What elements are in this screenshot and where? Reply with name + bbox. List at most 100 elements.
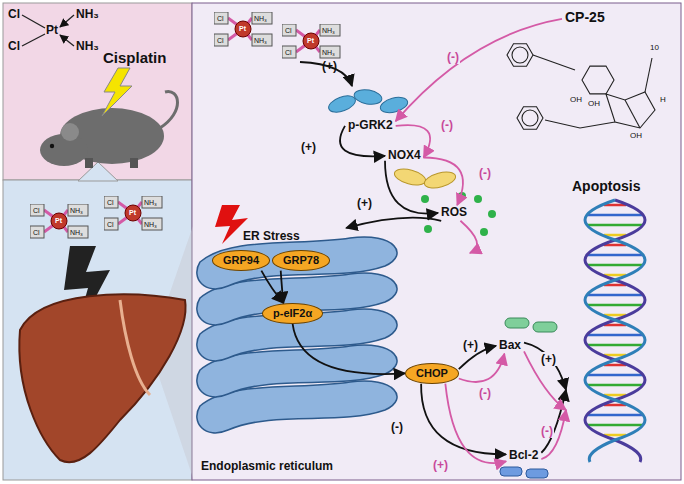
atom-label: Cl bbox=[107, 221, 114, 228]
pathway-connector bbox=[385, 161, 438, 214]
pathway-connector bbox=[346, 218, 441, 228]
protein-oval: GRP94 bbox=[212, 250, 270, 271]
atom-label: Pt bbox=[129, 209, 136, 216]
pathway-connector bbox=[261, 271, 283, 303]
region-label: Apoptosis bbox=[572, 178, 640, 194]
protein-label: Bax bbox=[496, 338, 524, 354]
protein-label: p-GRK2 bbox=[345, 118, 396, 134]
node-label: Bcl-2 bbox=[509, 449, 538, 463]
node-label: p-eIF2α bbox=[273, 307, 312, 320]
bax-icon bbox=[505, 318, 557, 332]
atom-label: NH₃ bbox=[76, 40, 99, 52]
atom-label: NH₃ bbox=[70, 207, 83, 214]
atom-label: NH₃ bbox=[144, 221, 157, 228]
atom-label: 10 bbox=[650, 44, 659, 52]
inhibition-connector bbox=[459, 354, 505, 382]
atom-label: Pt bbox=[307, 37, 314, 44]
edge-sign: (-) bbox=[540, 424, 554, 438]
drug-label: CP-25 bbox=[562, 8, 608, 26]
inhibition-connector bbox=[396, 19, 562, 121]
node-label: GRP78 bbox=[283, 254, 319, 267]
region-label: Cisplatin bbox=[103, 49, 166, 66]
atom-label: NH₃ bbox=[76, 8, 99, 20]
edge-sign: (-) bbox=[478, 166, 492, 180]
atom-label: NH₃ bbox=[144, 199, 157, 206]
mouse-icon bbox=[40, 68, 178, 168]
mouse-panel-node: Cisplatin bbox=[3, 3, 192, 180]
edge-sign: (-) bbox=[390, 420, 404, 434]
inhibition-connector bbox=[424, 157, 463, 205]
protein-oval: CHOP bbox=[405, 363, 459, 384]
grk2-icon bbox=[326, 88, 409, 116]
atom-label: Cl bbox=[285, 27, 292, 34]
protein-oval: GRP78 bbox=[272, 250, 330, 271]
protein-label: NOX4 bbox=[385, 148, 424, 164]
pathway-connector bbox=[524, 343, 566, 390]
inhibition-connector bbox=[445, 384, 506, 464]
pathway-connector bbox=[293, 324, 405, 374]
atom-label: NH₃ bbox=[70, 229, 83, 236]
region-label: ER Stress bbox=[243, 230, 300, 244]
edge-sign: (-) bbox=[478, 386, 492, 400]
pathway-connector bbox=[421, 384, 506, 455]
atom-label: Cl bbox=[217, 37, 224, 44]
liver-icon bbox=[19, 294, 185, 462]
atom-label: Cl bbox=[107, 199, 114, 206]
dna-helix bbox=[585, 200, 645, 462]
atom-label: Pt bbox=[46, 24, 58, 36]
inhibition-connector bbox=[524, 351, 566, 410]
liver-panel bbox=[3, 180, 192, 480]
atom-label: OH bbox=[588, 100, 600, 108]
edge-sign: (+) bbox=[432, 458, 449, 472]
protein-oval: p-eIF2α bbox=[262, 303, 323, 324]
edge-sign: (+) bbox=[462, 338, 479, 352]
atom-label: Cl bbox=[285, 49, 292, 56]
node-label: GRP94 bbox=[223, 254, 259, 267]
atom-label: OH bbox=[630, 132, 642, 140]
cisplatin-molecule bbox=[282, 24, 340, 58]
atom-label: Cl bbox=[33, 207, 40, 214]
edge-sign: (-) bbox=[446, 50, 460, 64]
atom-label: Cl bbox=[217, 15, 224, 22]
node-label: CP-25 bbox=[565, 9, 605, 25]
atom-label: NH₃ bbox=[254, 37, 267, 44]
atom-label: OH bbox=[570, 96, 582, 104]
atom-label: Pt bbox=[239, 25, 246, 32]
cisplatin-molecule bbox=[30, 204, 88, 238]
cisplatin-molecule bbox=[104, 196, 162, 230]
region-label: Endoplasmic reticulum bbox=[201, 460, 333, 474]
node-label: Bax bbox=[499, 339, 521, 353]
pathway-connector bbox=[281, 271, 284, 303]
atom-label: Pt bbox=[55, 217, 62, 224]
outcome-region: Apoptosis bbox=[566, 178, 658, 468]
er-region: ER StressEndoplasmic reticulum GRP94 GRP78… bbox=[195, 228, 470, 478]
bcl2-icon bbox=[500, 467, 548, 478]
atom-label: Cl bbox=[8, 40, 20, 52]
cp25-structure bbox=[507, 44, 655, 130]
node-label: CHOP bbox=[416, 367, 448, 380]
edge-sign: (+) bbox=[300, 140, 317, 154]
ros-label: ROS bbox=[438, 205, 470, 221]
mouse-panel bbox=[3, 3, 192, 180]
node-label: NOX4 bbox=[388, 149, 421, 163]
cisplatin-molecule bbox=[214, 12, 272, 46]
mechanism-panel bbox=[192, 3, 681, 480]
effect-sign: (+) bbox=[322, 60, 337, 72]
callout-pointer bbox=[78, 162, 118, 181]
cisplatin-structure bbox=[22, 15, 74, 46]
atom-label: Cl bbox=[33, 229, 40, 236]
inhibition-connector bbox=[460, 221, 477, 253]
node-label: ROS bbox=[441, 206, 467, 220]
atom-label: Cl bbox=[8, 8, 20, 20]
atom-label: H bbox=[660, 96, 666, 104]
er-illustration bbox=[197, 237, 397, 433]
atom-label: NH₃ bbox=[322, 27, 335, 34]
atom-label: NH₃ bbox=[322, 49, 335, 56]
protein-label: Bcl-2 bbox=[506, 448, 541, 464]
atom-label: NH₃ bbox=[254, 15, 267, 22]
edge-sign: (+) bbox=[356, 196, 373, 210]
edge-sign: (+) bbox=[540, 352, 557, 366]
